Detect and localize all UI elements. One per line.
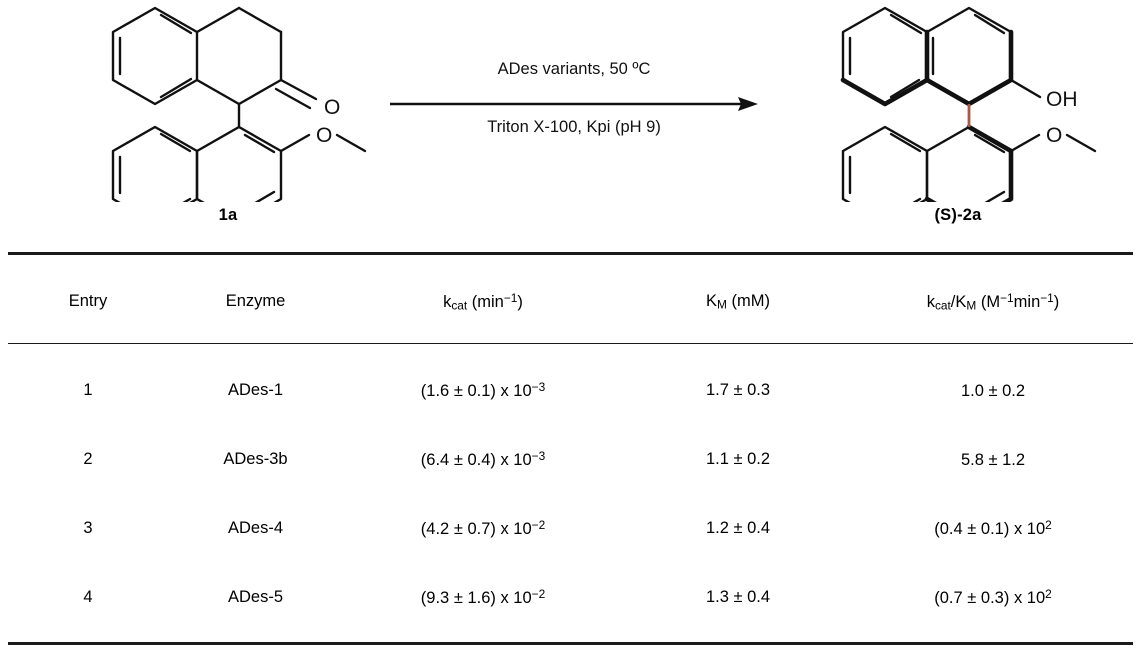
cell-kcat: (1.6 ± 0.1) x 10−3 [420,379,546,400]
cell-kcat-km: (0.4 ± 0.1) x 102 [934,517,1052,538]
substrate-label: 1a [218,206,238,224]
cell-km: 1.2 ± 0.4 [705,518,771,537]
substrate-svg: O O [111,6,367,225]
cell-entry: 4 [8,562,168,645]
cell-kcat-km: 1.0 ± 0.2 [960,381,1026,400]
cell-entry: 3 [83,518,93,537]
column-header-km: KM (mM) [623,252,853,344]
column-header-entry: Entry [8,252,168,344]
table-row: 4 ADes-5 (9.3 ± 1.6) x 10−2 1.3 ± 0.4 (0… [8,562,1133,645]
reaction-arrow-block: ADes variants, 50 ºC Triton X-100, Kpi (… [388,56,760,156]
table-row: 3 ADes-4 (4.2 ± 0.7) x 10−2 1.2 ± 0.4 (0… [8,494,1133,563]
cell-enzyme: ADes-4 [227,518,284,537]
cell-km: 1.1 ± 0.2 [705,449,771,468]
substrate-structure-1a: O O [58,2,398,225]
cell-kcat-km: 5.8 ± 1.2 [960,450,1026,469]
column-header-enzyme: Enzyme [168,252,343,344]
cell-km: 1.7 ± 0.3 [705,380,771,399]
reaction-conditions-below: Triton X-100, Kpi (pH 9) [487,118,661,136]
reaction-conditions-above: ADes variants, 50 ºC [497,60,651,78]
cell-kcat-km: (0.7 ± 0.3) x 102 [853,562,1133,645]
cell-enzyme: ADes-3b [223,449,288,468]
cell-entry: 1 [83,380,93,399]
kinetics-table: Entry Enzyme kcat (min−1) KM (mM) kcat/K… [8,252,1133,645]
table-header-row: Entry Enzyme kcat (min−1) KM (mM) kcat/K… [8,252,1133,344]
substrate-methoxy-oxygen-label: O [316,124,332,147]
table-row: 1 ADes-1 (1.6 ± 0.1) x 10−3 1.7 ± 0.3 1.… [8,343,1133,424]
reaction-arrow-icon [390,97,758,111]
cell-enzyme: ADes-5 [168,562,343,645]
reaction-scheme: O O 1a ADes variants, 50 ºC Triton X-100… [0,0,1140,248]
column-header-kcat: kcat (min−1) [343,252,623,344]
column-header-kcat-km: kcat/KM (M−1min−1) [853,252,1133,344]
product-hydroxyl-label: OH [1046,88,1078,111]
cell-enzyme: ADes-1 [227,380,284,399]
product-methoxy-oxygen-label: O [1046,124,1062,147]
cell-kcat: (9.3 ± 1.6) x 10−2 [343,562,623,645]
product-label: (S)-2a [934,206,982,224]
cell-entry: 2 [83,449,93,468]
cell-km: 1.3 ± 0.4 [623,562,853,645]
product-svg: OH O [840,6,1097,226]
cell-kcat: (6.4 ± 0.4) x 10−3 [420,448,546,469]
product-structure-2a: OH O [788,2,1128,226]
table-row: 2 ADes-3b (6.4 ± 0.4) x 10−3 1.1 ± 0.2 5… [8,425,1133,494]
cell-kcat: (4.2 ± 0.7) x 10−2 [420,517,546,538]
substrate-ketone-oxygen-label: O [324,96,340,119]
